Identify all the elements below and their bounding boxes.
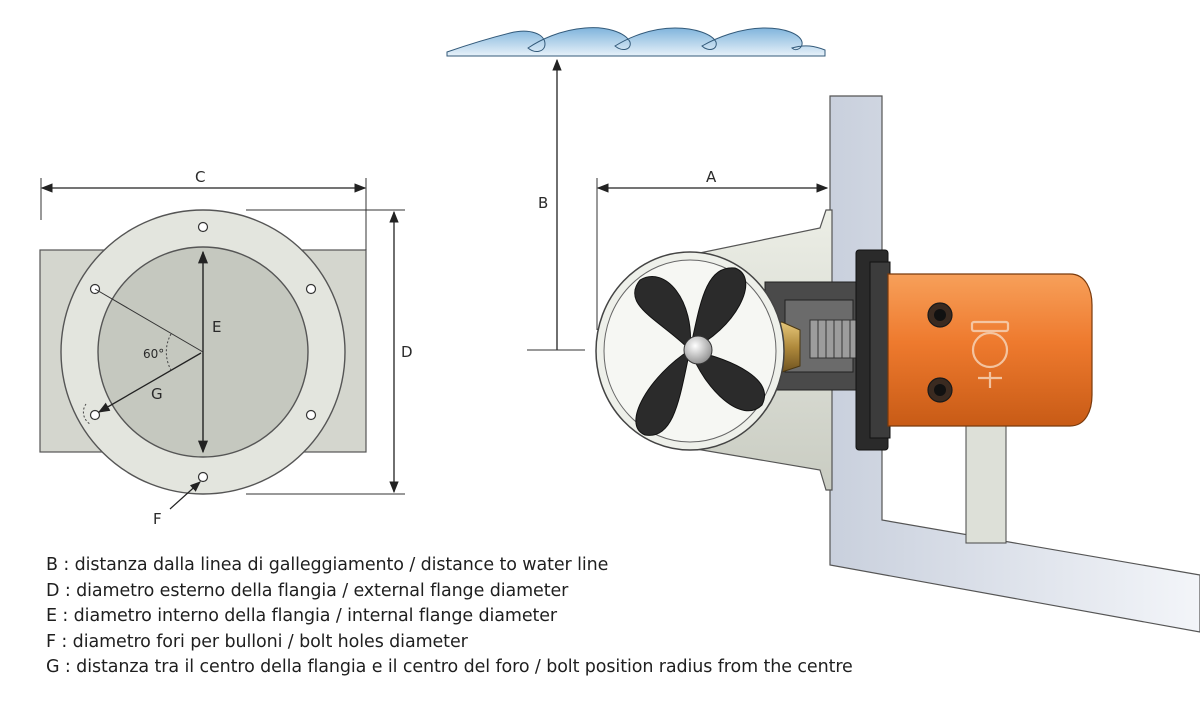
bolt-hole — [197, 471, 209, 483]
bolt-holes — [89, 221, 317, 483]
label-c: C — [195, 168, 205, 186]
propeller-blade — [689, 267, 747, 351]
label-f: F — [153, 510, 162, 528]
coupling — [809, 319, 859, 359]
wave-shape — [446, 27, 826, 57]
motor-flange-plate — [869, 261, 891, 439]
bolt-hole — [89, 409, 101, 421]
thruster-side-view: B A — [446, 27, 1200, 633]
bolt-hole-arc — [82, 403, 91, 425]
legend-item-b: B : distanza dalla linea di galleggiamen… — [46, 555, 609, 575]
water-waves — [446, 27, 826, 57]
dimension-f-leader — [169, 481, 201, 510]
bolt-hole — [305, 283, 317, 295]
dimension-g-line — [97, 352, 202, 413]
hull-wall — [829, 95, 1200, 633]
propeller — [634, 267, 765, 436]
label-a: A — [706, 168, 717, 186]
flange-front-view: E 60° G F C D — [39, 168, 413, 528]
radius-line-upper — [94, 288, 204, 353]
bolt-hole — [305, 409, 317, 421]
brand-logo — [970, 320, 1010, 388]
legend-item-e: E : diametro interno della flangia / int… — [46, 606, 558, 626]
legend-item-d: D : diametro esterno della flangia / ext… — [46, 580, 569, 601]
propeller-blade — [634, 276, 692, 352]
propeller-blade — [689, 349, 765, 412]
motor-bolt-top-inner — [934, 309, 946, 321]
motor-bolt-bottom-inner — [934, 384, 946, 396]
label-angle: 60° — [143, 347, 164, 361]
motor-body — [887, 273, 1093, 427]
label-d: D — [401, 343, 413, 361]
label-b: B — [538, 194, 548, 212]
legend-item-f: F : diametro fori per bulloni / bolt hol… — [46, 631, 468, 652]
label-g: G — [151, 385, 163, 403]
legend-item-g: G : distanza tra il centro della flangia… — [46, 657, 853, 677]
propeller-blade — [635, 348, 691, 436]
motor-support — [965, 424, 1007, 544]
legend: B : distanza dalla linea di galleggiamen… — [46, 553, 946, 681]
label-e: E — [212, 318, 221, 336]
propeller-hub — [683, 335, 713, 365]
bolt-hole — [197, 221, 209, 233]
